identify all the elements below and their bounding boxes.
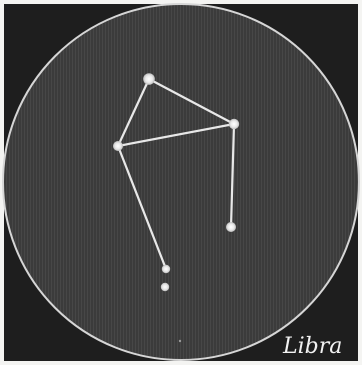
upsilon-star (162, 265, 170, 273)
beta-star (229, 119, 239, 129)
sky-disc (3, 4, 359, 360)
theta-star (179, 340, 181, 342)
sigma-star (226, 222, 236, 232)
tau-star (161, 283, 169, 291)
gamma-star (113, 141, 123, 151)
alpha-star (143, 73, 155, 85)
constellation-label: Libra (282, 334, 342, 359)
